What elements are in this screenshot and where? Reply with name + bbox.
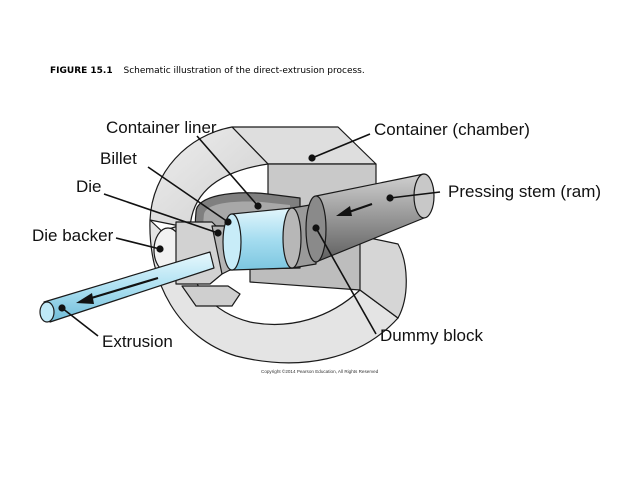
label-container-liner: Container liner [106, 118, 217, 137]
arrow-left-icon [336, 202, 373, 216]
pressing-stem [305, 173, 435, 263]
billet [222, 207, 299, 271]
figure-number: FIGURE 15.1 [50, 66, 113, 76]
label-pressing-stem: Pressing stem (ram) [448, 182, 601, 201]
label-dummy-block: Dummy block [380, 326, 483, 345]
label-container-chamber: Container (chamber) [374, 120, 530, 139]
leader-lines [58, 133, 441, 337]
label-billet: Billet [100, 149, 137, 168]
copyright-notice: Copyright ©2014 Pearson Education, All R… [261, 368, 379, 374]
arrow-left-icon [76, 276, 159, 304]
label-die-backer: Die backer [32, 226, 114, 245]
figure-caption: FIGURE 15.1 Schematic illustration of th… [50, 66, 365, 76]
label-die: Die [76, 177, 102, 196]
label-extrusion: Extrusion [102, 332, 173, 351]
caption-text: Schematic illustration of the direct-ext… [123, 66, 365, 76]
